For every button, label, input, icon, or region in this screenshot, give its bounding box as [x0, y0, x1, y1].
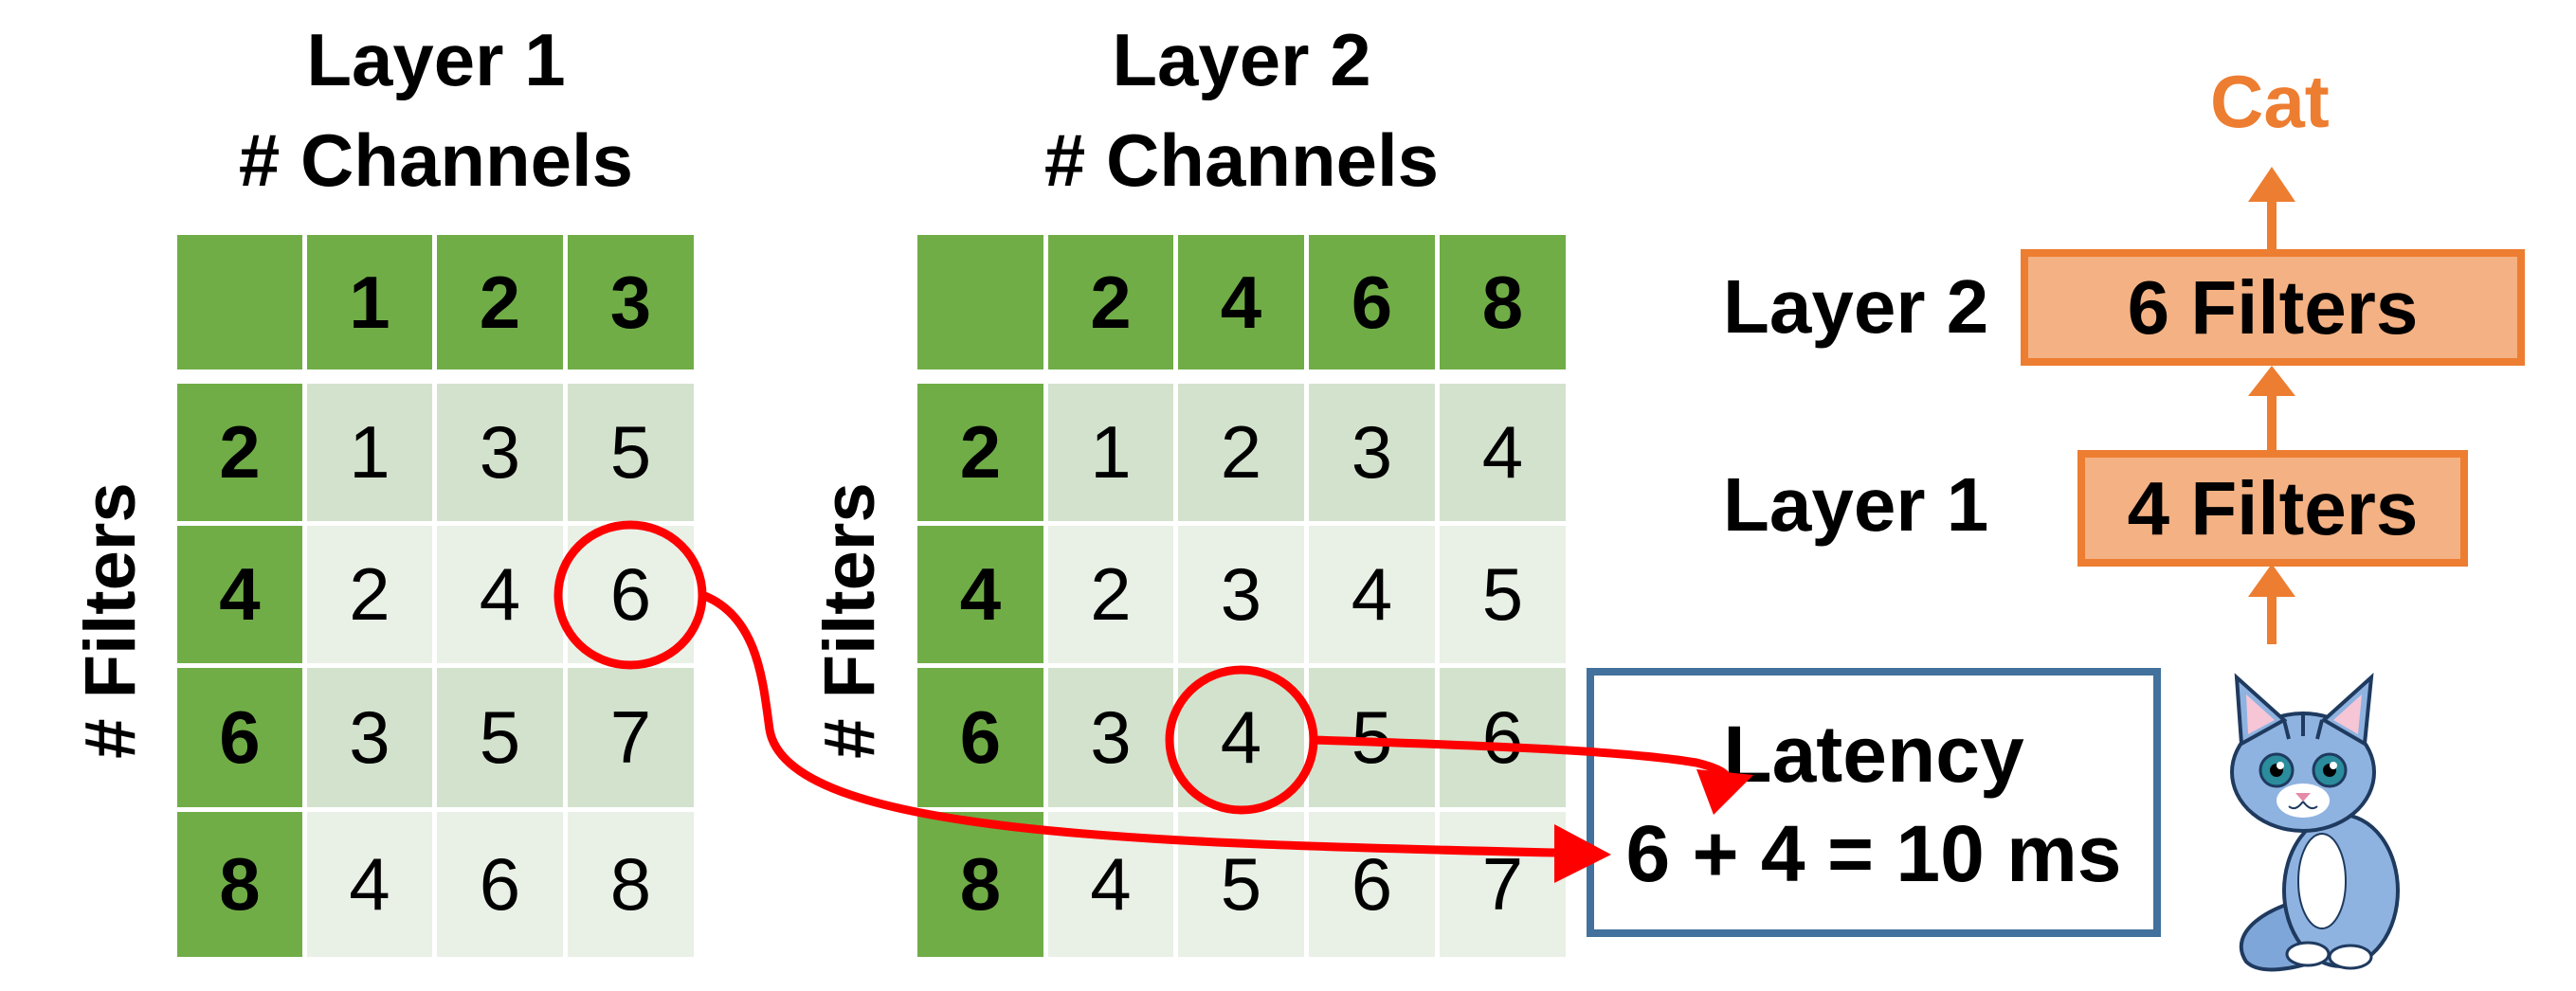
layer2-cell: 5 — [1178, 812, 1304, 957]
layer1-cell: 4 — [437, 526, 563, 663]
layer2-col-header: 4 — [1178, 235, 1304, 369]
layer2-row-header: 8 — [917, 812, 1043, 957]
layer2-corner-cell — [917, 235, 1043, 369]
layer2-row-header: 6 — [917, 668, 1043, 807]
arrow-layer1-head — [2248, 366, 2295, 396]
highlight-circle-layer1 — [553, 520, 707, 670]
layer2-row-header: 4 — [917, 526, 1043, 663]
layer2-title: Layer 2 # Channels — [910, 9, 1573, 210]
arrow-layer1-head-red — [1554, 824, 1611, 883]
layer1-row-header: 8 — [177, 812, 302, 957]
layer1-corner-cell — [177, 235, 302, 369]
layer2-cell: 2 — [1178, 384, 1304, 521]
layer1-cell: 6 — [437, 812, 563, 957]
layer2-cell: 3 — [1178, 526, 1304, 663]
latency-title: Latency — [1723, 710, 2024, 799]
layer1-row-header: 6 — [177, 668, 302, 807]
layer2-cell: 3 — [1309, 384, 1435, 521]
layer2-col-header: 8 — [1440, 235, 1566, 369]
latency-box: Latency 6 + 4 = 10 ms — [1587, 668, 2161, 937]
layer2-cell: 3 — [1048, 668, 1173, 807]
output-label-cat: Cat — [2210, 60, 2330, 143]
arrow-layer2-to-latency — [1313, 735, 1732, 780]
layer2-cell: 4 — [1309, 526, 1435, 663]
arrow-layer1-to-latency — [700, 590, 1555, 857]
latency-sum: 6 + 4 = 10 ms — [1625, 809, 2122, 898]
layer2-cell: 1 — [1048, 384, 1173, 521]
layer2-cell: 2 — [1048, 526, 1173, 663]
layer1-label: Layer 1 — [1723, 462, 1989, 547]
layer2-cell: 7 — [1440, 812, 1566, 957]
arrow-layer2-head-red — [1696, 769, 1753, 815]
layer1-col-header: 2 — [437, 235, 563, 369]
arrow-output-head — [2248, 167, 2295, 202]
layer1-cell: 7 — [568, 668, 694, 807]
layer1-col-header: 3 — [568, 235, 694, 369]
layer2-cell: 4 — [1178, 668, 1304, 807]
layer1-cell: 8 — [568, 812, 694, 957]
layer1-title: Layer 1 # Channels — [104, 9, 768, 210]
layer1-title-line1: Layer 1 — [306, 18, 566, 101]
layer1-cell: 2 — [307, 526, 432, 663]
layer2-label: Layer 2 — [1723, 264, 1989, 349]
layer1-cell: 5 — [568, 384, 694, 521]
layer2-title-line1: Layer 2 — [1112, 18, 1371, 101]
layer1-row-header: 2 — [177, 384, 302, 521]
layer2-col-header: 6 — [1309, 235, 1435, 369]
layer1-cell: 6 — [568, 526, 694, 663]
layer1-cell: 3 — [437, 384, 563, 521]
highlight-circle-layer2 — [1165, 665, 1318, 815]
layer1-row-header: 4 — [177, 526, 302, 663]
cat-icon — [2230, 673, 2400, 972]
network-arrows — [2248, 167, 2295, 644]
layer2-cell: 6 — [1309, 812, 1435, 957]
layer2-row-header: 2 — [917, 384, 1043, 521]
arrow-input-head — [2248, 564, 2295, 597]
layer1-cell: 3 — [307, 668, 432, 807]
layer2-cell: 5 — [1440, 526, 1566, 663]
layer2-cell: 6 — [1440, 668, 1566, 807]
layer2-cell: 4 — [1440, 384, 1566, 521]
layer1-cell: 1 — [307, 384, 432, 521]
layer1-cell: 4 — [307, 812, 432, 957]
layer1-col-header: 1 — [307, 235, 432, 369]
layer2-filters-box: 6 Filters — [2021, 249, 2525, 366]
layer1-filters-box: 4 Filters — [2077, 450, 2468, 567]
layer1-title-line2: # Channels — [238, 118, 634, 202]
layer1-cell: 5 — [437, 668, 563, 807]
layer2-col-header: 2 — [1048, 235, 1173, 369]
layer2-title-line2: # Channels — [1043, 118, 1440, 202]
